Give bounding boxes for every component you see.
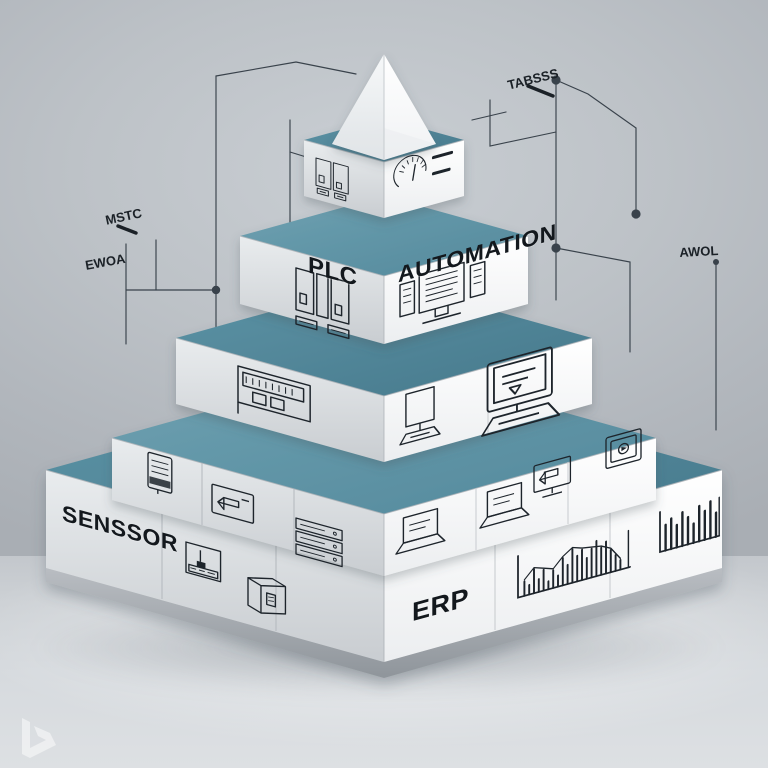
laptop-icon-2 (479, 481, 530, 529)
bing-image-creator-watermark (22, 718, 56, 758)
laptop-icon (395, 507, 446, 555)
apex-pyramid (332, 54, 436, 160)
hmi-panel-icon (237, 365, 311, 423)
monitor-icon (399, 385, 441, 446)
hmi-screen-icon (399, 260, 486, 325)
plc-module-icon (295, 267, 350, 340)
tablet-icon (147, 451, 173, 495)
sensor-icon (185, 541, 222, 583)
tier-2 (239, 196, 529, 344)
desktop-computer-icon (481, 346, 561, 437)
gauge-icon (393, 150, 454, 188)
server-rack-icon (295, 517, 343, 568)
analytics-chart-icon (517, 529, 631, 599)
control-cabinet-icon (315, 157, 349, 202)
display-icon (211, 483, 255, 524)
notebook-icon (605, 428, 642, 469)
device-box-icon (247, 577, 287, 615)
bar-chart-icon (659, 496, 721, 554)
annotation-leaders (116, 84, 555, 235)
monitor-icon-2 (533, 455, 572, 498)
annotation-awol: AWOL (679, 242, 719, 260)
